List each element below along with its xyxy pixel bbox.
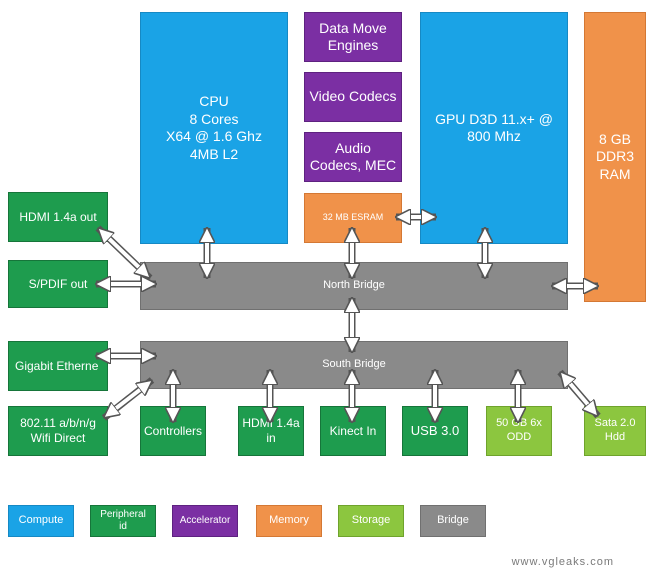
spdif-out-block: S/PDIF out [8,260,108,308]
gpu-block: GPU D3D 11.x+ @ 800 Mhz [420,12,568,244]
legend-accelerator: Accelerator [172,505,238,537]
hdmi-out-block: HDMI 1.4a out [8,192,108,242]
watermark: www.vgleaks.com [511,556,614,568]
video-codecs-block: Video Codecs [304,72,402,122]
legend-storage: Storage [338,505,404,537]
legend-bridge: Bridge [420,505,486,537]
ram-block: 8 GB DDR3 RAM [584,12,646,302]
audio-codecs-block: Audio Codecs, MEC [304,132,402,182]
legend-peripheral: Peripheral id [90,505,156,537]
data-move-engines-block: Data Move Engines [304,12,402,62]
legend-compute: Compute [8,505,74,537]
cpu-block: CPU 8 Cores X64 @ 1.6 Ghz 4MB L2 [140,12,288,244]
kinect-in-block: Kinect In [320,406,386,456]
wifi-block: 802.11 a/b/n/g Wifi Direct [8,406,108,456]
gigabit-ethernet-block: Gigabit Etherne [8,341,108,391]
legend-memory: Memory [256,505,322,537]
